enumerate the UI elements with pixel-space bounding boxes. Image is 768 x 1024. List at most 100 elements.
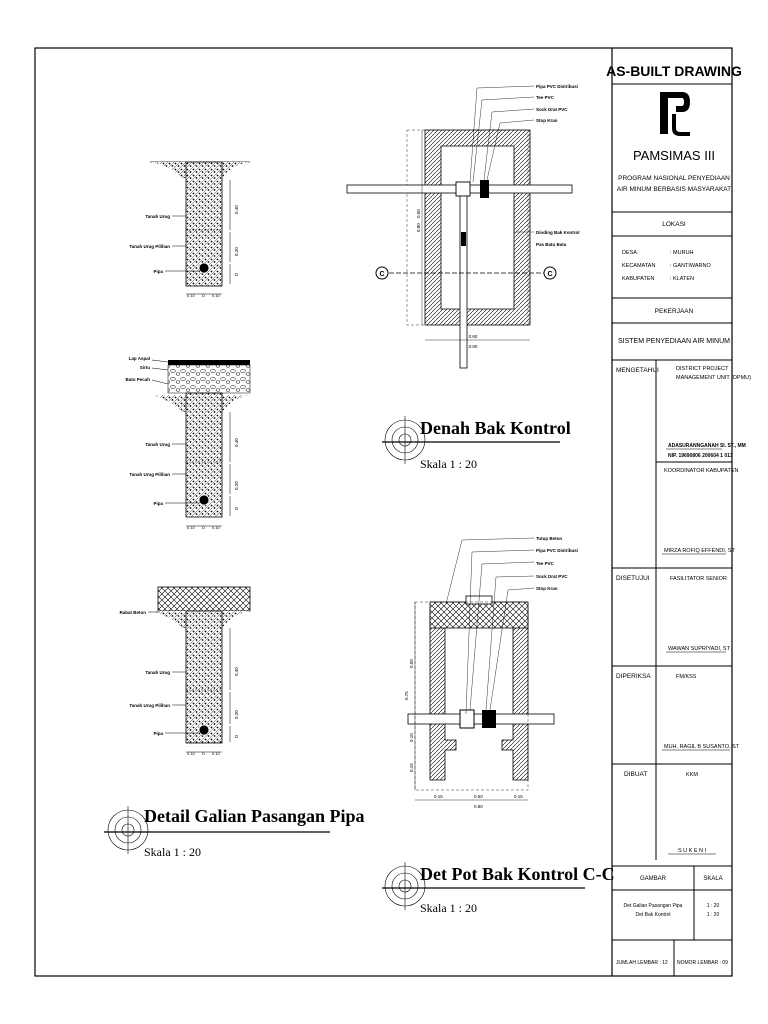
dim-050-bottom: 0.50	[474, 794, 483, 799]
dim-010-right: 0.10	[212, 525, 221, 530]
distribution-pipe	[407, 713, 555, 725]
fasilitator-label: FASILITATOR SENIOR	[670, 576, 727, 582]
label-sock-drat-pvc: Sock Drat PVC	[536, 574, 568, 579]
label-tanah-urug: Tanah Urug	[145, 442, 170, 447]
title-block: AS-BUILT DRAWING PAMSIMAS III PROGRAM NA…	[606, 63, 751, 976]
section-marker-left-label: C	[379, 271, 384, 278]
dim-020: 0.20	[234, 710, 239, 719]
trench-detail-3: Rabat Beton Tanah Urug Tanah Urug Piliha…	[119, 586, 251, 756]
kecamatan-value: : GANTIWARNO	[670, 263, 711, 269]
label-stop-kran: Stop Kran	[536, 586, 558, 591]
dim-020: 0.20	[234, 481, 239, 490]
denah-bak-kontrol-plan: C C Pipa PVC Distribusi Tee PVC Sock Dra…	[346, 84, 580, 369]
dim-010-right: 0.10	[212, 293, 221, 298]
title-denah: Denah Bak Kontrol Skala 1 : 20	[382, 416, 571, 471]
asphalt-layer	[168, 360, 250, 365]
label-tee-pvc: Tee PVC	[536, 561, 555, 566]
skala-label: SKALA	[703, 876, 722, 882]
denah-title: Denah Bak Kontrol	[420, 418, 571, 438]
tee-fitting	[459, 709, 475, 729]
dim-015-left: 0.15	[434, 794, 443, 799]
label-stop-kran: Stop Kran	[536, 118, 558, 123]
dim-040: 0.40	[234, 438, 239, 447]
label-batu-pecah: Batu Pecah	[125, 377, 150, 382]
label-pipa-pvc-distribusi: Pipa PVC Distribusi	[536, 84, 578, 89]
kabupaten-label: KABUPATEN	[622, 276, 655, 282]
dim-015: 0.15	[409, 763, 414, 772]
stop-kran	[482, 710, 496, 728]
org-name: PAMSIMAS III	[633, 148, 715, 163]
label-lap-aspal: Lap Aspal	[129, 356, 150, 361]
label-tee-pvc: Tee PVC	[536, 95, 555, 100]
dim-d: D	[234, 272, 239, 276]
sirtu-layer	[167, 364, 251, 394]
program-line-1: PROGRAM NASIONAL PENYEDIAAN	[618, 175, 730, 182]
trench-detail-2: Lap Aspal Sirtu Batu Pecah Tanah Urug Ta…	[125, 356, 251, 530]
label-sock-drat-pvc: Sock Drat PVC	[536, 107, 568, 112]
dim-080: 0.80	[416, 223, 421, 232]
dim-075: 0.75	[404, 691, 409, 700]
stop-kran	[480, 180, 489, 198]
fm-name: MUH. RAGIL B SUSANTO, ST	[664, 744, 740, 750]
dim-060: 0.60	[469, 334, 478, 339]
section-marker-left	[375, 266, 389, 280]
det-pot-bak-kontrol-section: Tutup Beton Pipa PVC Distribusi Tee PVC …	[404, 536, 578, 809]
label-tutup-beton: Tutup Beton	[536, 536, 562, 541]
desa-value: : MURUH	[670, 250, 694, 256]
dim-050: 0.50	[409, 659, 414, 668]
label-tanah-urug: Tanah Urug	[145, 670, 170, 675]
dpmu-name: ADASURANNGANAH SI. ST., MM	[668, 443, 746, 449]
koordinator-name: MIRZA ROFIQ EFFENDI, ST	[664, 548, 736, 554]
lokasi-label: LOKASI	[662, 221, 686, 228]
tee-fitting	[455, 181, 471, 197]
section-marker-right-label: C	[547, 271, 552, 278]
dim-d-bottom: D	[202, 293, 205, 298]
dim-015-right: 0.15	[514, 794, 523, 799]
pipe-section	[198, 724, 210, 736]
kecamatan-label: KECAMATAN	[622, 263, 655, 269]
dim-010-left: 0.10	[187, 525, 196, 530]
det-pot-title: Det Pot Bak Kontrol C-C	[420, 864, 615, 884]
sheet-frame	[34, 47, 733, 977]
dim-020: 0.20	[234, 247, 239, 256]
dim-040: 0.40	[234, 205, 239, 214]
dim-080-bottom: 0.80	[469, 344, 478, 349]
dim-d-bottom: D	[202, 525, 205, 530]
pekerjaan-value: SISTEM PENYEDIAAN AIR MINUM	[618, 338, 730, 345]
label-tanah-urug: Tanah Urug	[145, 214, 170, 219]
dim-d-bottom: D	[202, 751, 205, 756]
title-det-pot: Det Pot Bak Kontrol C-C Skala 1 : 20	[382, 862, 615, 915]
dim-010-left: 0.10	[187, 293, 196, 298]
desa-label: DESA	[622, 250, 637, 256]
label-pas-batu-bata: Pas Batu Bata	[536, 242, 567, 247]
dpmu-line-1: DISTRICT PROJECT	[676, 366, 729, 372]
as-built-header: AS-BUILT DRAWING	[606, 63, 742, 79]
label-rabat-beton: Rabat Beton	[119, 610, 146, 615]
dim-d: D	[234, 506, 239, 510]
pipe-section	[198, 262, 210, 274]
title-detail-galian: Detail Galian Pasangan Pipa Skala 1 : 20	[104, 806, 365, 859]
detail-galian-scale: Skala 1 : 20	[144, 845, 201, 859]
pekerjaan-label: PEKERJAAN	[655, 308, 694, 315]
dibuat-label: DIBUAT	[624, 771, 647, 778]
dim-080-bottom: 0.80	[474, 804, 483, 809]
denah-scale: Skala 1 : 20	[420, 457, 477, 471]
disetujui-label: DISETUJUI	[616, 575, 650, 582]
gambar-item-1: Det Galian Pasangan Pipa	[624, 903, 683, 909]
label-pipa: Pipa	[153, 501, 163, 506]
label-pipa-pvc-distribusi: Pipa PVC Distribusi	[536, 548, 578, 553]
fm-label: FM/KSS	[676, 674, 697, 680]
skala-item-2: 1 : 20	[707, 912, 720, 918]
dpmu-line-2: MANAGEMENT UNIT (DPMU)	[676, 375, 751, 381]
label-dinding-bak-kontrol: Dinding Bak Kontrol	[536, 230, 580, 235]
dim-050: 0.50	[416, 209, 421, 218]
section-marker-right	[543, 266, 557, 280]
label-pipa: Pipa	[153, 269, 163, 274]
dim-010: 0.10	[409, 733, 414, 742]
detail-galian-title: Detail Galian Pasangan Pipa	[144, 806, 365, 826]
rabat-beton-layer	[157, 586, 251, 612]
pipe-section	[198, 494, 210, 506]
dpmu-nip: NIP. 19690806 200604 1 013	[668, 453, 733, 459]
jumlah-lembar: JUMLAH LEMBAR : 12	[616, 960, 668, 966]
pamsimas-logo	[660, 92, 690, 136]
